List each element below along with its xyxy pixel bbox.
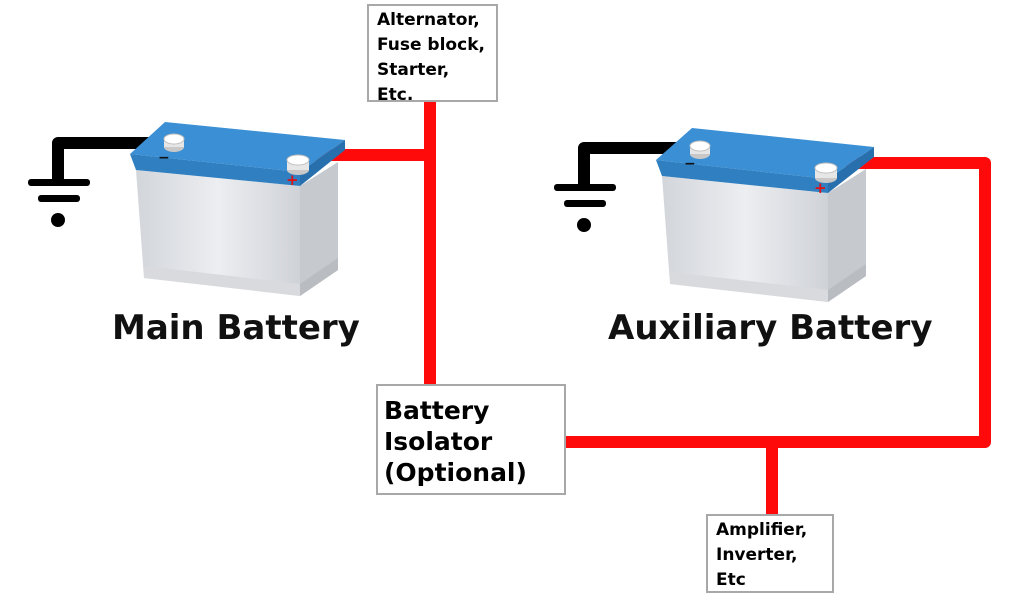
aux-negative-symbol: −	[684, 156, 696, 172]
load-box-line-2: Inverter,	[716, 545, 798, 565]
isolator-box-line-1: Battery	[384, 396, 490, 425]
aux-positive-terminal	[814, 162, 838, 183]
aux-battery-label: Auxiliary Battery	[608, 308, 933, 348]
alternator-box-line-2: Fuse block,	[377, 35, 485, 55]
main-negative-symbol: −	[158, 150, 170, 166]
alternator-box: Alternator, Fuse block, Starter, Etc.	[367, 4, 498, 105]
isolator-box-line-3: (Optional)	[384, 458, 527, 487]
alternator-box-line-4: Etc.	[377, 85, 414, 105]
main-battery: − +	[28, 122, 345, 296]
alternator-box-line-3: Starter,	[377, 60, 450, 80]
main-ground-icon	[28, 179, 90, 227]
main-negative-terminal	[163, 133, 185, 152]
main-ground-wire	[52, 137, 160, 180]
aux-positive-symbol: +	[814, 179, 827, 197]
alternator-box-line-1: Alternator,	[377, 10, 480, 30]
aux-ground-icon	[554, 184, 616, 232]
load-box-line-3: Etc	[716, 570, 746, 590]
battery-isolator-box: Battery Isolator (Optional)	[376, 384, 566, 495]
aux-negative-terminal	[689, 140, 711, 159]
main-positive-terminal	[286, 154, 310, 175]
load-box-line-1: Amplifier,	[716, 520, 808, 540]
positive-wires	[314, 100, 991, 517]
main-positive-symbol: +	[286, 171, 299, 189]
aux-battery-case	[662, 176, 828, 302]
main-battery-label: Main Battery	[112, 308, 360, 348]
main-battery-case	[136, 170, 300, 296]
isolator-box-line-2: Isolator	[384, 427, 493, 456]
aux-battery: − +	[554, 128, 874, 302]
aux-ground-wire	[578, 142, 686, 185]
load-box: Amplifier, Inverter, Etc	[706, 514, 834, 593]
